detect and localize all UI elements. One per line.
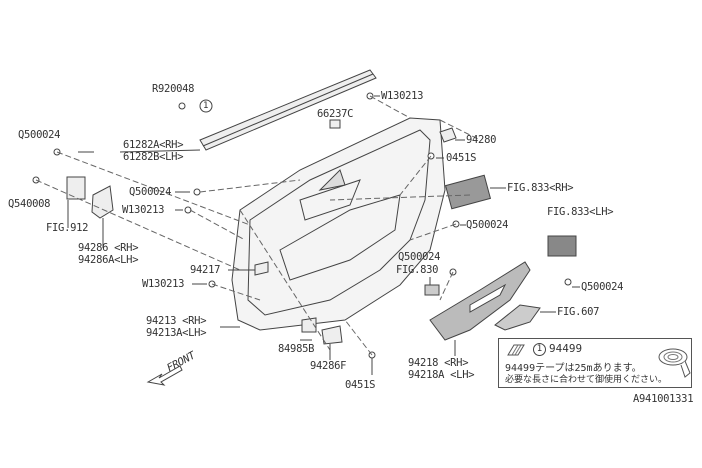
- label-fig833-rh[interactable]: FIG.833<RH>: [507, 182, 574, 194]
- note-line-1: 94499テープは25mあります。: [505, 363, 642, 374]
- label-w130213: W130213: [122, 204, 165, 216]
- label-94286a: 94286A<LH>: [78, 254, 139, 266]
- note-line-2: 必要な長さに合わせて御使用ください。: [505, 375, 668, 385]
- label-0451s: 0451S: [446, 152, 477, 164]
- label-94218a: 94218A <LH>: [408, 369, 475, 381]
- label-fig912[interactable]: FIG.912: [46, 222, 89, 234]
- label-84985b: 84985B: [278, 343, 315, 355]
- label-r920048: R920048: [152, 83, 195, 95]
- label-94286: 94286 <RH>: [78, 242, 139, 254]
- label-94218: 94218 <RH>: [408, 357, 469, 369]
- tape-strip-icon: [507, 344, 525, 356]
- fig830-part: [424, 284, 440, 296]
- note-ref-circle: 1: [533, 343, 546, 356]
- label-w130213: W130213: [142, 278, 185, 290]
- label-q500024: Q500024: [466, 219, 509, 231]
- label-q500024: Q500024: [18, 129, 61, 141]
- label-94286f: 94286F: [310, 360, 347, 372]
- module-fig912: [66, 176, 86, 200]
- switch-panel-lh: [547, 235, 577, 257]
- label-0451s: 0451S: [345, 379, 376, 391]
- label-94213a: 94213A<LH>: [146, 327, 207, 339]
- label-q540008: Q540008: [8, 198, 51, 210]
- label-q500024: Q500024: [398, 251, 441, 263]
- diagram-id: A941001331: [633, 393, 694, 405]
- label-q500024: Q500024: [581, 281, 624, 293]
- armrest-part: [429, 261, 531, 341]
- label-fig607[interactable]: FIG.607: [557, 306, 600, 318]
- note-part-number: 94499: [549, 342, 583, 355]
- tape-roll-icon: [658, 348, 691, 378]
- tape-note-box: 1 94499 94499テープは25mあります。 必要な長さに合わせて御使用く…: [498, 338, 692, 388]
- label-q500024: Q500024: [129, 186, 172, 198]
- switch-panel-rh: [444, 174, 492, 210]
- front-arrow-icon: [146, 365, 183, 386]
- pull-handle: [494, 304, 541, 331]
- label-61282a: 61282A<RH>: [123, 139, 184, 151]
- door-trim-panel: [231, 117, 446, 331]
- weatherstrip-part: [199, 69, 377, 151]
- label-66237c: 66237C: [317, 108, 354, 120]
- bracket-94286: [91, 185, 114, 219]
- label-w130213: W130213: [381, 90, 424, 102]
- label-ref-1: 1: [203, 101, 209, 111]
- label-94217: 94217: [190, 264, 221, 276]
- label-94213: 94213 <RH>: [146, 315, 207, 327]
- label-94280: 94280: [466, 134, 497, 146]
- ref-circle-1: [199, 99, 213, 113]
- label-61282b: 61282B<LH>: [123, 151, 184, 163]
- label-fig830[interactable]: FIG.830: [396, 264, 439, 276]
- label-fig833-lh[interactable]: FIG.833<LH>: [547, 206, 614, 218]
